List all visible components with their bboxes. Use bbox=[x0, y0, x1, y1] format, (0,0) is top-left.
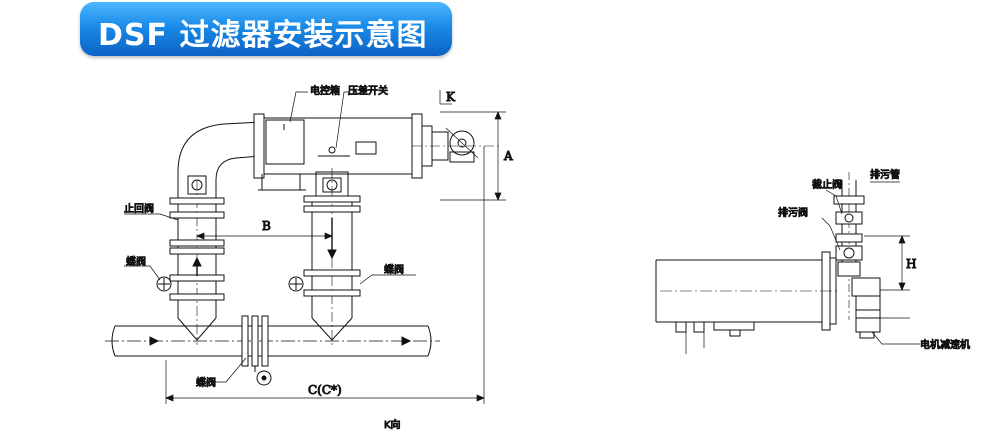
dimension-b: B bbox=[262, 219, 271, 233]
control-box bbox=[265, 119, 305, 165]
k-direction-view: 截止阀 排污管 排污阀 H 电机减速机 bbox=[655, 168, 971, 354]
label-butterfly-bottom: 蝶阀 bbox=[196, 376, 216, 389]
handwheel-icon bbox=[256, 370, 272, 386]
title-banner: DSF 过滤器安装示意图 bbox=[80, 2, 452, 56]
label-drain-pipe: 排污管 bbox=[870, 168, 900, 181]
label-butterfly-right: 蝶阀 bbox=[384, 263, 404, 276]
label-control-box: 电控箱 bbox=[310, 84, 340, 97]
butterfly-valve-bottom bbox=[241, 315, 272, 386]
main-installation-view: 电控箱 压差开关 止回阀 蝶阀 蝶阀 蝶阀 A B C(C*) K K向 bbox=[105, 84, 900, 432]
motor-reducer bbox=[851, 277, 881, 339]
label-check-valve: 止回阀 bbox=[124, 202, 154, 215]
leader-lines bbox=[124, 91, 900, 383]
k-marker: K bbox=[446, 90, 456, 104]
k-view-dimensions bbox=[864, 235, 910, 319]
filter-body bbox=[253, 113, 500, 191]
drain-valve bbox=[835, 245, 863, 261]
main-pipe bbox=[105, 325, 440, 357]
butterfly-valve-right-icon bbox=[288, 276, 304, 292]
butterfly-valve-left-icon bbox=[156, 276, 172, 292]
label-motor-reducer: 电机减速机 bbox=[920, 338, 970, 351]
k-view-caption: K向 bbox=[384, 418, 401, 431]
label-pressure-switch: 压差开关 bbox=[348, 84, 388, 97]
page-title: DSF 过滤器安装示意图 bbox=[98, 18, 428, 53]
drain-pipe bbox=[833, 172, 865, 320]
k-view-leaders bbox=[821, 189, 920, 345]
dimension-lines bbox=[165, 90, 506, 404]
dimension-c: C(C*) bbox=[308, 383, 342, 397]
label-butterfly-left: 蝶阀 bbox=[126, 255, 146, 268]
right-filter-leg bbox=[288, 168, 361, 345]
label-stop-valve: 截止阀 bbox=[812, 178, 842, 191]
dimension-h: H bbox=[906, 257, 916, 271]
label-drain-valve: 排污阀 bbox=[778, 206, 808, 219]
elbow-pipe bbox=[177, 121, 263, 198]
stop-valve bbox=[835, 211, 863, 225]
left-filter-leg bbox=[156, 180, 225, 345]
pressure-switch bbox=[355, 141, 377, 155]
dimension-a: A bbox=[503, 149, 513, 163]
